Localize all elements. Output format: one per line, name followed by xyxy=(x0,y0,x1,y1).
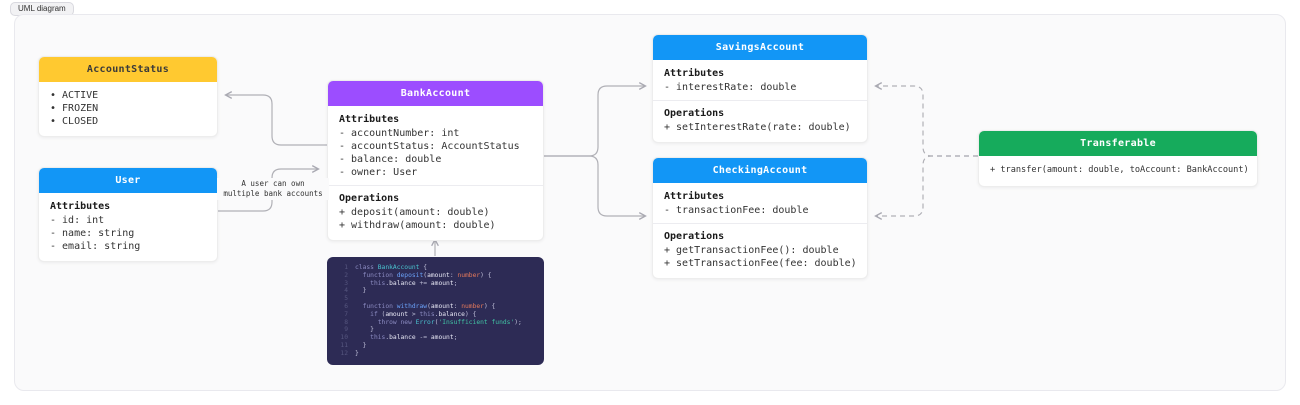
class-title-checkingaccount: CheckingAccount xyxy=(653,158,867,183)
code-line: 2 function deposit(amount: number) { xyxy=(335,272,536,280)
attribute-row: - id: int xyxy=(50,215,105,226)
class-title-user: User xyxy=(39,168,217,193)
attribute-row: - balance: double xyxy=(339,154,442,165)
class-title-savingsaccount: SavingsAccount xyxy=(653,35,867,60)
class-box-savingsaccount[interactable]: SavingsAccount Attributes - interestRate… xyxy=(652,34,868,143)
class-box-transferable[interactable]: Transferable + transfer(amount: double, … xyxy=(978,130,1258,187)
operations-label: Operations xyxy=(339,193,400,204)
operation-row: + setTransactionFee(fee: double) xyxy=(664,258,857,269)
line-number: 2 xyxy=(344,271,348,279)
attribute-row: - transactionFee: double xyxy=(664,205,809,216)
line-number: 1 xyxy=(344,264,348,271)
code-line: 4 } xyxy=(335,287,536,295)
operation-row: + getTransactionFee(): double xyxy=(664,245,839,256)
operation-row: + deposit(amount: double) xyxy=(339,207,490,218)
class-title-accountstatus: AccountStatus xyxy=(39,57,217,82)
attribute-row: - accountNumber: int xyxy=(339,128,460,139)
code-line: 8 throw new Error('Insufficient funds'); xyxy=(335,319,536,327)
attribute-row: - owner: User xyxy=(339,167,418,178)
attribute-row: - interestRate: double xyxy=(664,82,797,93)
attribute-row: - email: string xyxy=(50,241,141,252)
class-box-bankaccount[interactable]: BankAccount Attributes - accountNumber: … xyxy=(327,80,544,241)
attribute-row: - name: string xyxy=(50,228,135,239)
line-number: 8 xyxy=(344,318,348,326)
code-line: 7 if (amount > this.balance) { xyxy=(335,311,536,319)
class-box-user[interactable]: User Attributes - id: int - name: string… xyxy=(38,167,218,262)
operations-label: Operations xyxy=(664,108,725,119)
enum-value: • FROZEN xyxy=(50,103,99,114)
attributes-label: Attributes xyxy=(50,201,111,212)
class-title-transferable: Transferable xyxy=(979,131,1257,156)
enum-value: • ACTIVE xyxy=(50,90,99,101)
line-number: 12 xyxy=(340,349,348,357)
operation-row: + transfer(amount: double, toAccount: Ba… xyxy=(990,165,1249,175)
edge-label-line: multiple bank accounts xyxy=(223,189,323,198)
code-line: 12} xyxy=(335,350,536,358)
code-line: 10 this.balance -= amount; xyxy=(335,334,536,342)
class-box-accountstatus[interactable]: AccountStatus • ACTIVE • FROZEN • CLOSED xyxy=(38,56,218,137)
code-line: 3 this.balance += amount; xyxy=(335,280,536,288)
line-number: 5 xyxy=(344,295,348,303)
code-line: 9 } xyxy=(335,326,536,334)
operation-row: + setInterestRate(rate: double) xyxy=(664,122,851,133)
class-title-bankaccount: BankAccount xyxy=(328,81,543,106)
attributes-label: Attributes xyxy=(664,68,725,79)
line-number: 3 xyxy=(344,279,348,287)
line-number: 7 xyxy=(344,310,348,318)
line-number: 6 xyxy=(344,302,348,310)
attributes-label: Attributes xyxy=(664,191,725,202)
section-divider xyxy=(328,185,543,186)
class-box-checkingaccount[interactable]: CheckingAccount Attributes - transaction… xyxy=(652,157,868,279)
attributes-label: Attributes xyxy=(339,114,400,125)
edge-label-line: A user can own xyxy=(241,179,305,188)
line-number: 4 xyxy=(344,287,348,295)
line-number: 9 xyxy=(344,326,348,334)
section-divider xyxy=(653,223,867,224)
code-line: 5 xyxy=(335,295,536,303)
operations-label: Operations xyxy=(664,231,725,242)
edge-label-user-bankaccount[interactable]: A user can own multiple bank accounts xyxy=(217,178,329,200)
section-divider xyxy=(653,100,867,101)
operation-row: + withdraw(amount: double) xyxy=(339,220,496,231)
attribute-row: - accountStatus: AccountStatus xyxy=(339,141,520,152)
code-line: 6 function withdraw(amount: number) { xyxy=(335,303,536,311)
enum-value: • CLOSED xyxy=(50,116,99,127)
line-number: 10 xyxy=(340,334,348,342)
line-number: 11 xyxy=(340,341,348,349)
code-line: 11 } xyxy=(335,342,536,350)
